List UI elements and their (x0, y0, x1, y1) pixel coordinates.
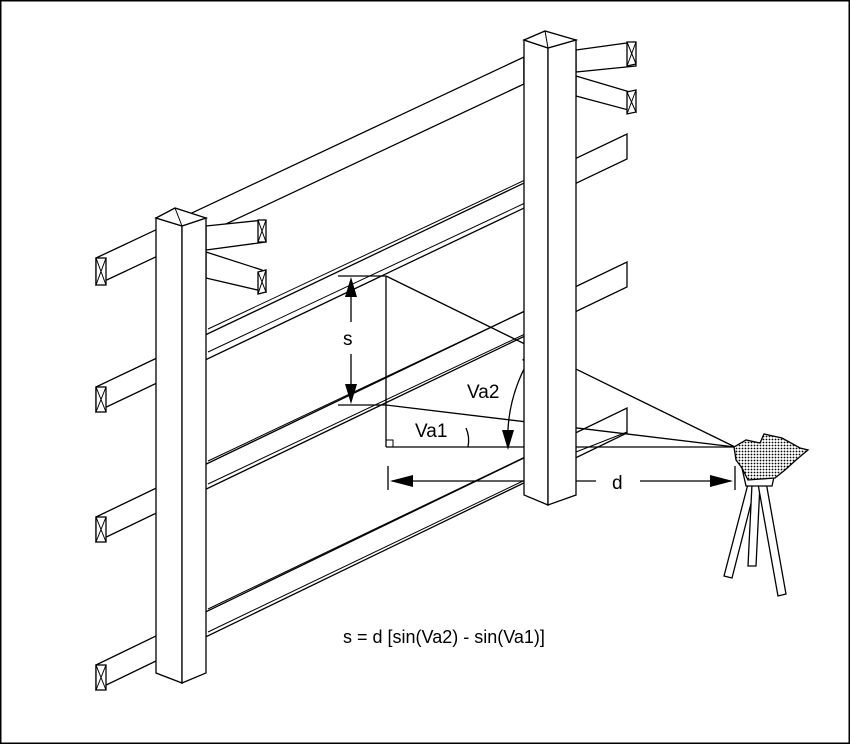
label-s: s (343, 329, 353, 350)
label-va1: Va1 (415, 421, 447, 442)
label-va2: Va2 (467, 382, 499, 403)
left-post (154, 207, 267, 684)
label-d: d (612, 473, 623, 494)
right-post (522, 30, 637, 506)
surveying-instrument-icon (723, 433, 810, 597)
rail-end-grain (95, 257, 107, 691)
formula: s = d [sin(Va2) - sin(Va1)] (343, 627, 545, 647)
